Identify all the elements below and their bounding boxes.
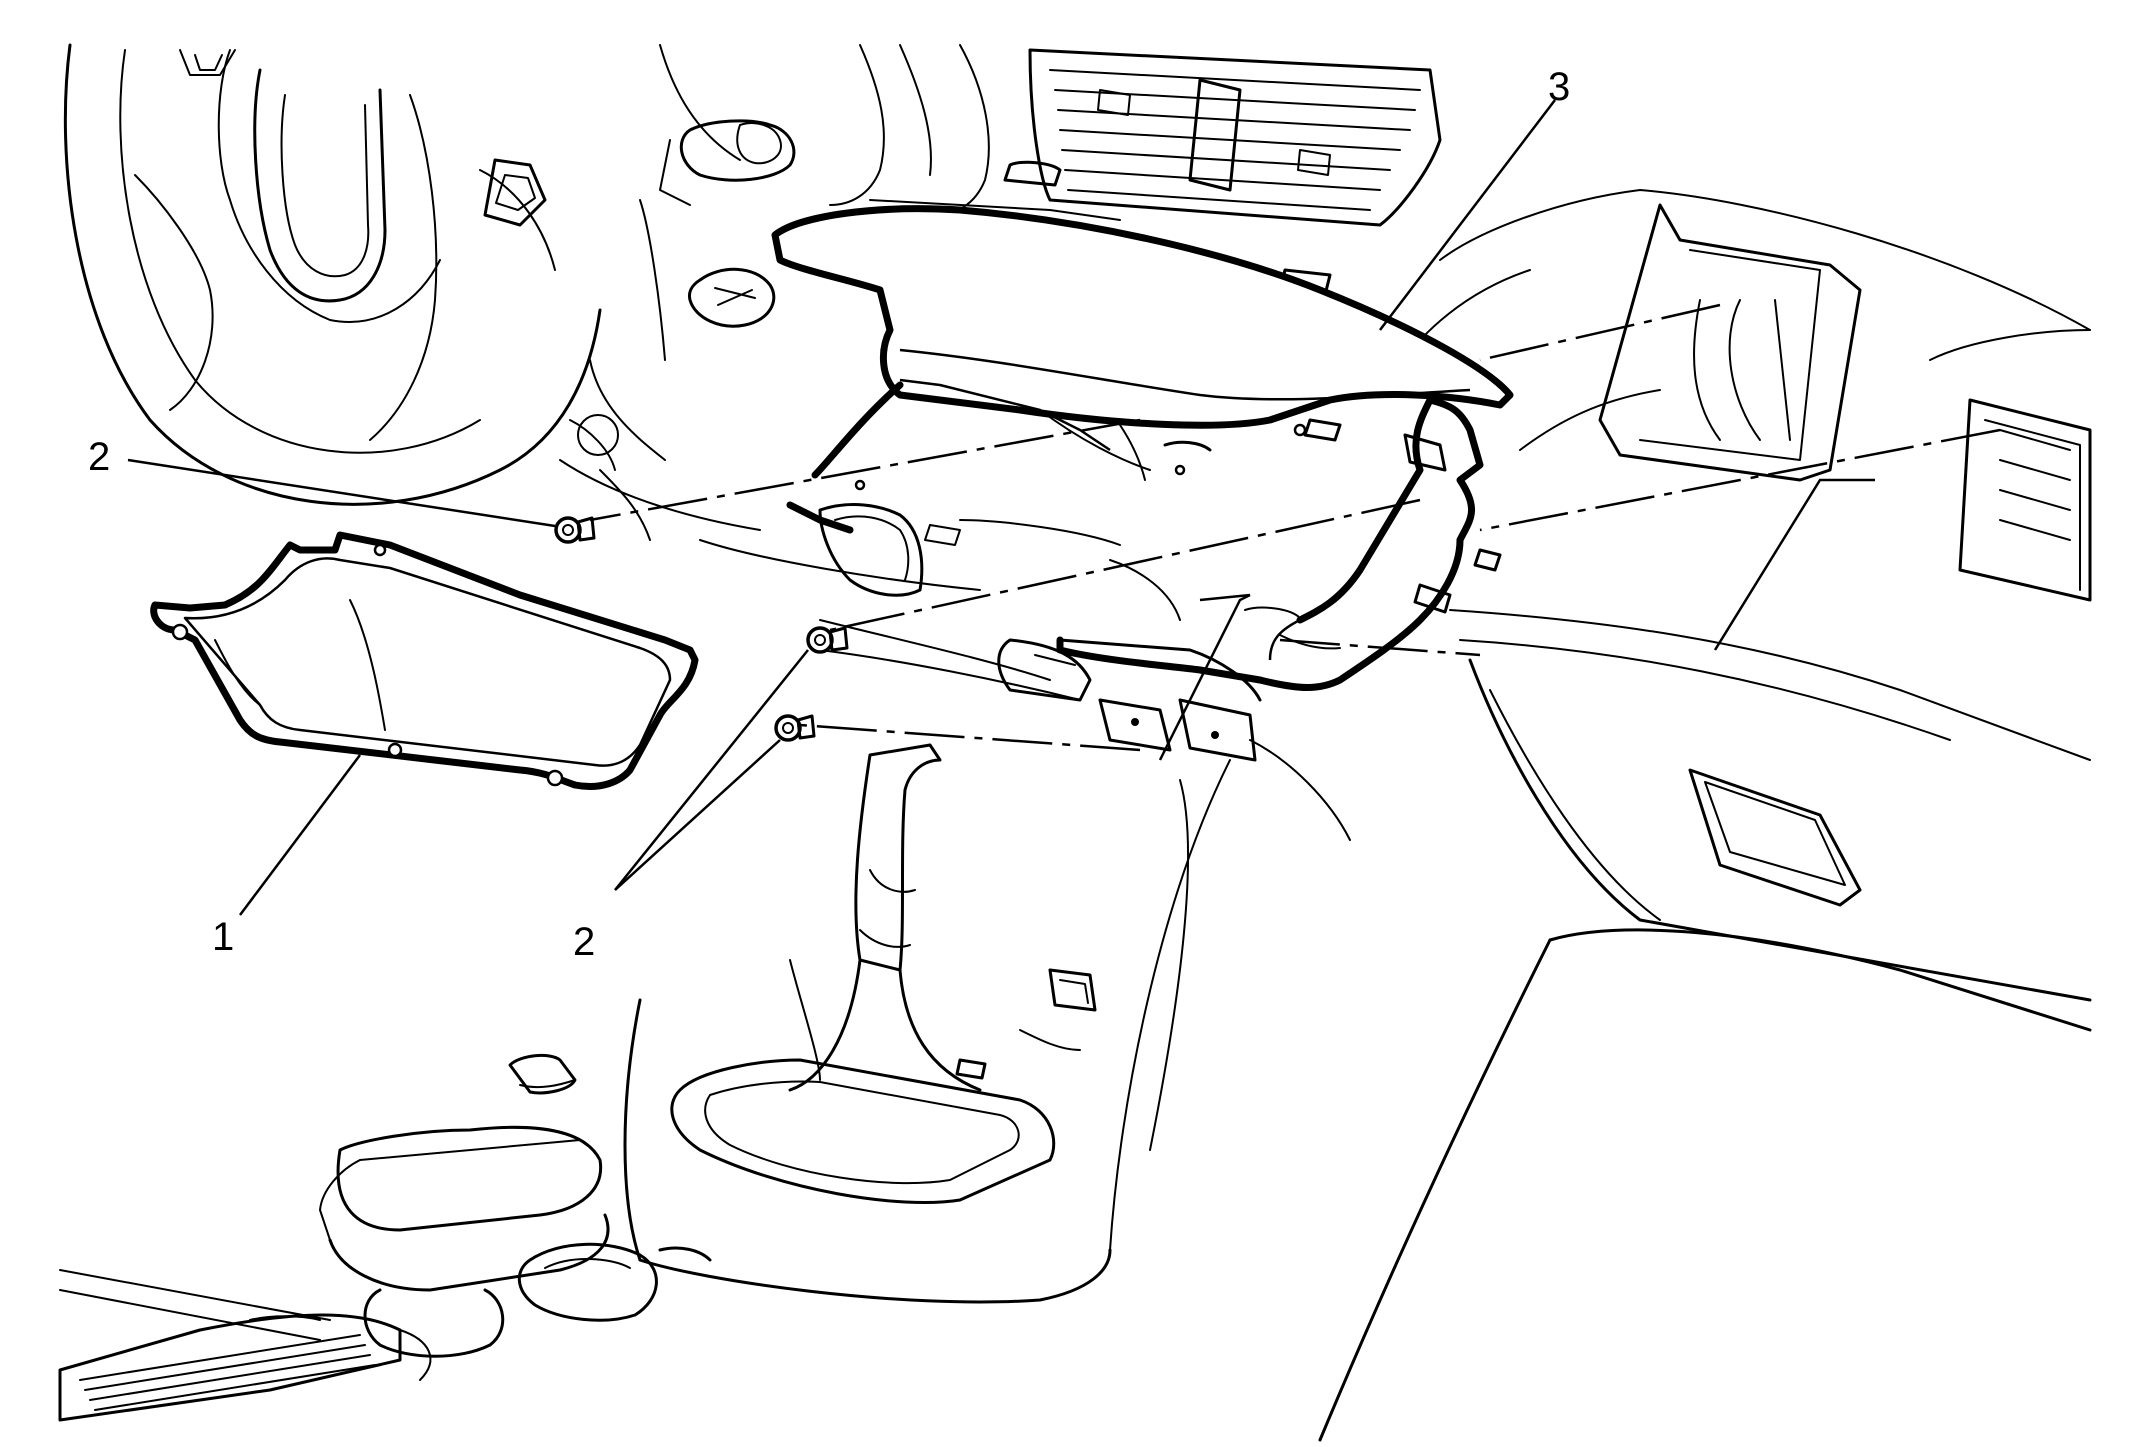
callout-2-upper: 2 — [88, 435, 110, 479]
callout-2-lower: 2 — [573, 920, 595, 964]
instrument-panel-lower-trim — [771, 205, 1514, 691]
screw-lower — [774, 714, 816, 742]
callout-labels: 2 1 2 3 — [88, 65, 1570, 964]
leader-lines — [127, 99, 1556, 916]
screw-middle — [806, 626, 849, 654]
steering-wheel — [63, 43, 602, 506]
alignment-lines — [589, 303, 2001, 752]
fasteners — [554, 516, 849, 742]
dashboard-sweep-lines — [559, 459, 1351, 841]
instrument-panel-compartment-door — [150, 531, 699, 790]
callout-3: 3 — [1548, 65, 1570, 109]
passenger-dashboard — [1318, 189, 2092, 1442]
callout-1: 1 — [212, 915, 234, 959]
steering-column — [569, 119, 796, 471]
alignment-brackets — [1158, 478, 1875, 761]
center-console — [58, 519, 1257, 1422]
screw-upper — [554, 516, 596, 544]
dashboard-background — [58, 43, 2092, 1442]
